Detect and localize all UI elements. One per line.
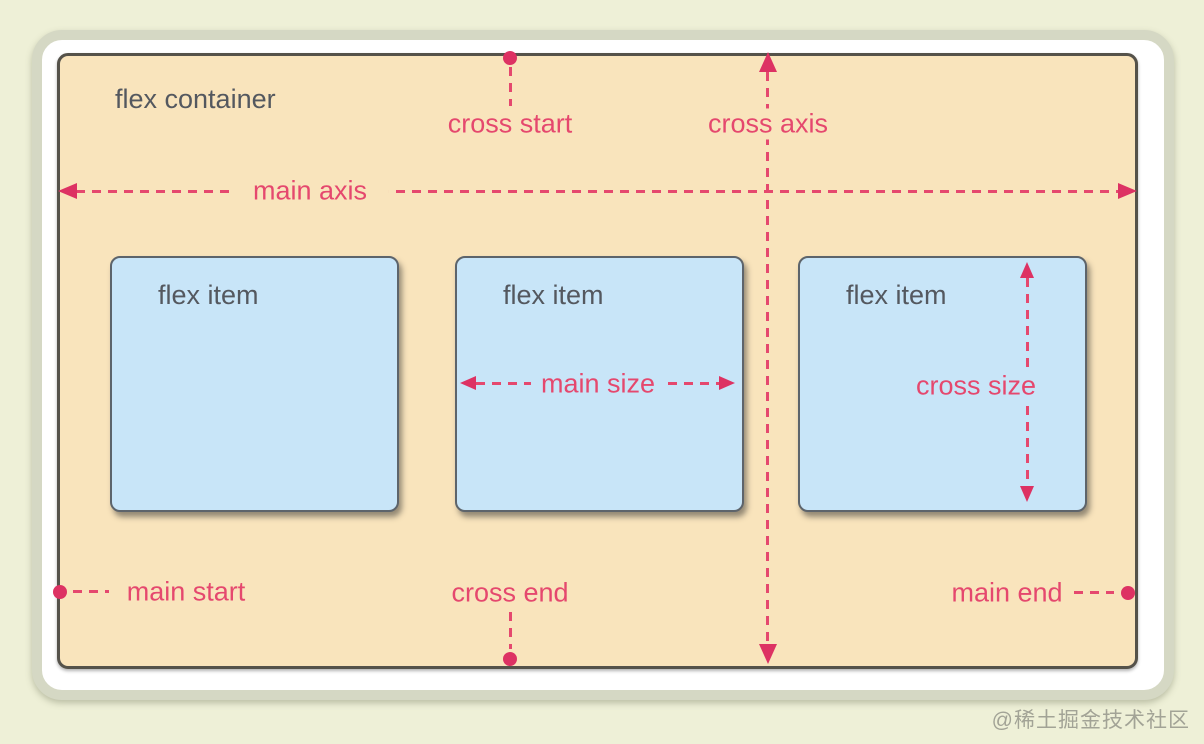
cross-end-dot-icon xyxy=(503,652,517,666)
main-end-label: main end xyxy=(951,577,1063,608)
cross-axis-arrowhead-down-icon xyxy=(759,644,777,664)
flex-item-1: flex item xyxy=(110,256,399,512)
main-end-dot-icon xyxy=(1121,586,1135,600)
flex-item-3: flex item cross size xyxy=(798,256,1087,512)
cross-axis-arrowhead-up-icon xyxy=(759,52,777,72)
main-start-label: main start xyxy=(126,576,246,607)
main-end-line xyxy=(1074,591,1114,594)
main-axis-label: main axis xyxy=(230,175,390,207)
cross-end-line xyxy=(509,612,512,649)
cross-axis-line xyxy=(766,72,769,646)
cross-start-dot-icon xyxy=(503,51,517,65)
cross-axis-label: cross axis xyxy=(701,108,835,140)
flex-item-2: flex item main size xyxy=(455,256,744,512)
main-axis-arrowhead-left-icon xyxy=(58,183,77,199)
cross-start-label: cross start xyxy=(447,108,573,139)
cross-start-line xyxy=(509,67,512,106)
flex-item-label: flex item xyxy=(846,280,947,310)
flex-item-label: flex item xyxy=(158,280,259,310)
main-axis-arrowhead-right-icon xyxy=(1118,183,1137,199)
main-size-arrowhead-right-icon xyxy=(719,376,735,390)
flex-container-box: flex container cross start cross axis ma… xyxy=(53,51,1138,669)
cross-size-arrowhead-down-icon xyxy=(1020,486,1034,502)
main-start-line xyxy=(73,590,109,593)
cross-size-label: cross size xyxy=(905,370,1047,402)
main-size-arrowhead-left-icon xyxy=(460,376,476,390)
main-size-label: main size xyxy=(530,368,666,400)
watermark: @稀土掘金技术社区 xyxy=(991,709,1190,732)
flex-item-label: flex item xyxy=(503,280,604,310)
cross-end-label: cross end xyxy=(451,577,569,608)
main-axis-line xyxy=(76,190,1118,193)
flex-container-label: flex container xyxy=(115,84,276,114)
cross-size-arrowhead-up-icon xyxy=(1020,262,1034,278)
main-start-dot-icon xyxy=(53,585,67,599)
